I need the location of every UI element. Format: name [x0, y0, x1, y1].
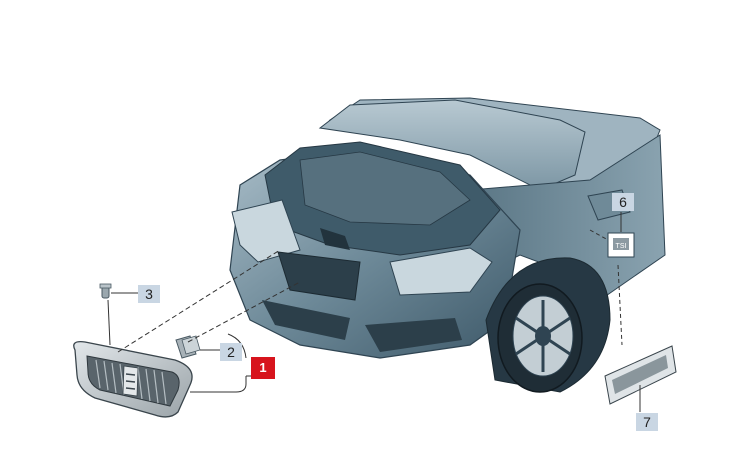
front-wheel: [497, 283, 583, 393]
callout-3[interactable]: 3: [138, 285, 160, 303]
cupra-emblem: [604, 345, 677, 405]
svg-text:TSI: TSI: [616, 243, 627, 250]
lower-intake: [262, 300, 350, 340]
grille-opening: [277, 251, 361, 301]
bracket-part: [175, 335, 222, 359]
tsi-badge: TSI: [607, 232, 635, 258]
callout-2[interactable]: 2: [220, 343, 242, 361]
callout-6[interactable]: 6: [612, 193, 634, 211]
clip-part: [99, 283, 138, 299]
callout-7[interactable]: 7: [636, 413, 658, 431]
car-body: [229, 97, 666, 393]
leader-lines: [107, 212, 641, 412]
front-grille-part: [73, 341, 193, 418]
callout-1[interactable]: 1: [251, 357, 275, 379]
right-headlight: [389, 247, 493, 296]
open-hood: [318, 99, 586, 191]
